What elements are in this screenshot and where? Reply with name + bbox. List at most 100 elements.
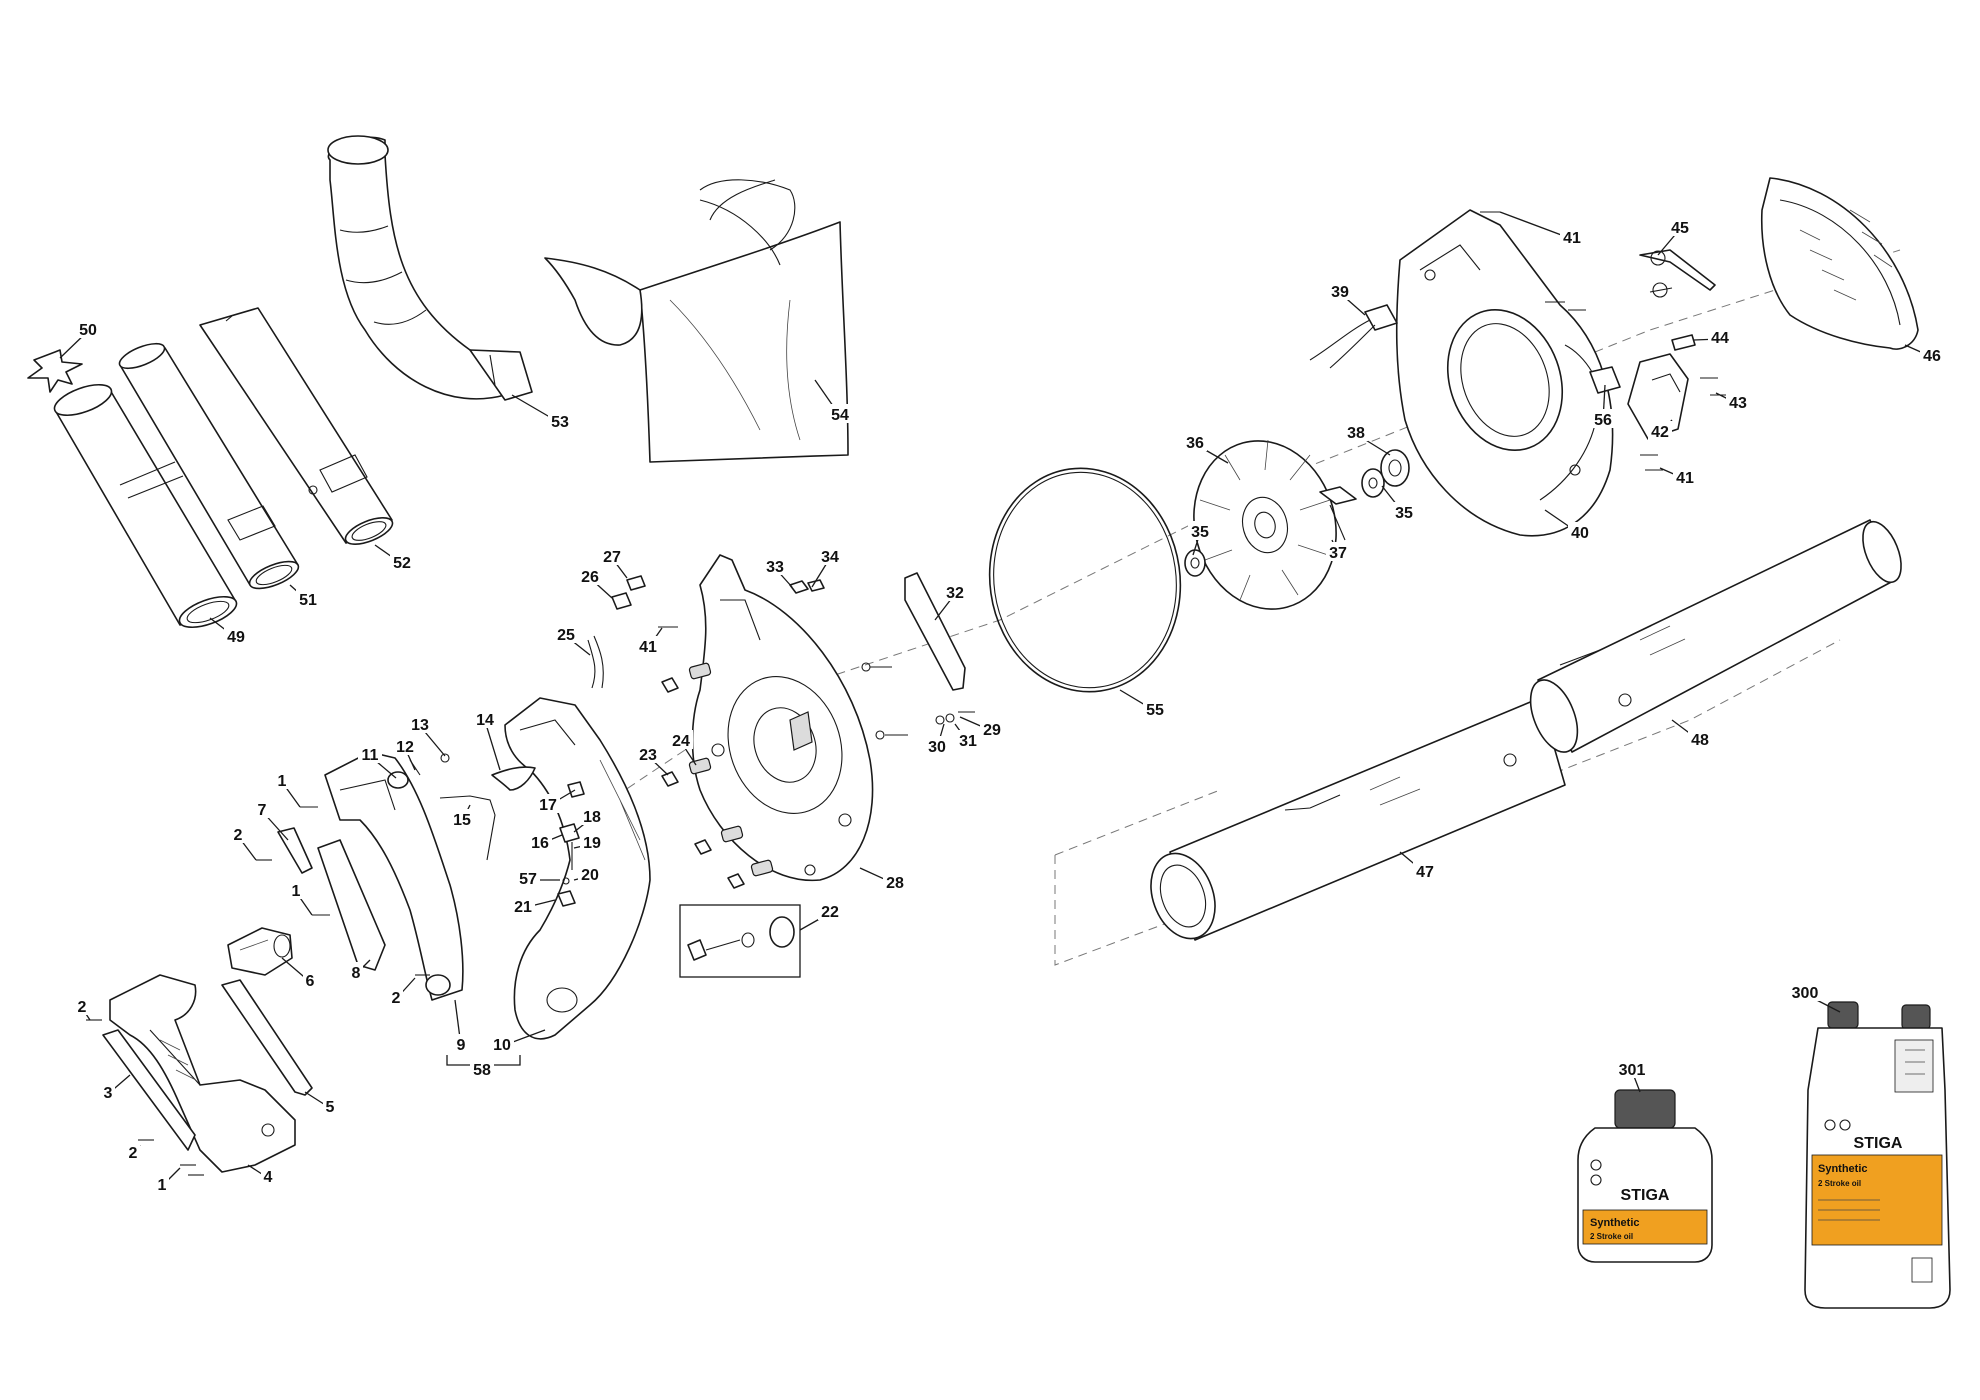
callout-25: 25 [557, 627, 575, 644]
callout-bg-14-18 [473, 709, 497, 728]
callout-3: 3 [104, 1085, 113, 1102]
callout-bg-37-42 [1326, 542, 1350, 561]
callout-bg-40-45 [1568, 522, 1592, 541]
part-35-washer-left [1184, 549, 1206, 577]
callout-33: 33 [766, 559, 784, 576]
callout-bg-39-44 [1328, 281, 1352, 300]
part-42-lever-cover [1627, 353, 1689, 440]
callout-bg-47-54 [1413, 861, 1437, 880]
parts-25-27-fittings [587, 575, 646, 689]
product-301-oil-bottle-small: STIGA Synthetic 2 Stroke oil [1577, 1089, 1713, 1263]
large-bottle-line2: 2 Stroke oil [1818, 1179, 1861, 1188]
callout-40: 40 [1571, 525, 1589, 542]
callout-46: 46 [1923, 348, 1941, 365]
part-40-fan-housing [1395, 209, 1614, 537]
callout-bg-33-37 [763, 556, 787, 575]
part-45-spring [1639, 249, 1716, 298]
callout-1: 1 [292, 883, 301, 900]
part-52-flat-nozzle [199, 307, 394, 545]
callout-bg-44-51 [1708, 327, 1732, 346]
callout-300: 300 [1792, 985, 1819, 1002]
small-bottle-line1: Synthetic [1590, 1217, 1640, 1229]
callout-bg-48-55 [1688, 729, 1712, 748]
part-3-grip-cover [102, 1029, 196, 1151]
callout-bg-4-8 [261, 1166, 275, 1185]
part-35-washer-right [1361, 468, 1385, 498]
part-10-rear-housing [504, 697, 651, 1040]
callout-bg-17-21 [536, 794, 560, 813]
part-46-guard-cover [1760, 177, 1919, 350]
callout-26: 26 [581, 569, 599, 586]
callout-23: 23 [639, 747, 657, 764]
small-bottle-brand: STIGA [1621, 1187, 1670, 1204]
callout-35: 35 [1395, 505, 1413, 522]
part-6-knob [227, 927, 293, 976]
callout-2: 2 [392, 990, 401, 1007]
callout-43: 43 [1729, 395, 1747, 412]
callout-39: 39 [1331, 284, 1349, 301]
callout-27: 27 [603, 549, 621, 566]
callout-53: 53 [551, 414, 569, 431]
callout-bg-12-16 [393, 736, 417, 755]
callout-20: 20 [581, 867, 599, 884]
callout-4: 4 [264, 1169, 273, 1186]
large-bottle-line1: Synthetic [1818, 1163, 1868, 1175]
parts-29-31-33-34-screws [658, 579, 975, 740]
callout-bg-15-19 [450, 809, 474, 828]
callout-bg-34-38 [818, 546, 842, 565]
lower-screws [86, 1019, 204, 1176]
product-300-oil-bottle-large: STIGA Synthetic 2 Stroke oil [1804, 1001, 1951, 1309]
callout-42: 42 [1651, 424, 1669, 441]
callout-51: 51 [299, 592, 317, 609]
callout-bg-3-7 [101, 1082, 115, 1101]
callout-bg-45-52 [1668, 217, 1692, 236]
callout-bg-43-50 [1726, 392, 1750, 411]
callout-bg-10-14 [490, 1034, 514, 1053]
callout-bg-5-9 [323, 1096, 337, 1115]
callout-14: 14 [476, 712, 494, 729]
callout-bg-30-34 [925, 736, 949, 755]
part-39-switch [1309, 304, 1398, 369]
callout-bg-41-46 [1560, 227, 1584, 246]
callout-21: 21 [514, 899, 532, 916]
callout-bg-18-22 [580, 806, 604, 825]
callout-50: 50 [79, 322, 97, 339]
callout-bg-13-17 [408, 714, 432, 733]
callout-bg-53-60 [548, 411, 572, 430]
callout-bg-41-47 [636, 636, 660, 655]
callout-bg-56-63 [1591, 409, 1615, 428]
callout-57: 57 [519, 871, 537, 888]
callout-bg-7-11 [255, 799, 269, 818]
callout-bg-28-32 [883, 872, 907, 891]
callout-bg-55-62 [1143, 699, 1167, 718]
callout-bg-29-33 [980, 719, 1004, 738]
callout-leader-14-18 [484, 720, 501, 771]
callout-2: 2 [78, 999, 87, 1016]
callout-18: 18 [583, 809, 601, 826]
part-53-curved-tube [327, 135, 533, 401]
callout-2: 2 [234, 827, 243, 844]
callout-32: 32 [946, 585, 964, 602]
callout-bg-20-24 [578, 864, 602, 883]
part-22-cap-kit [679, 904, 801, 978]
callout-bg-19-23 [580, 832, 604, 851]
callout-47: 47 [1416, 864, 1434, 881]
callout-24: 24 [672, 733, 690, 750]
callout-bg-27-31 [600, 546, 624, 565]
callout-bg-2-6 [389, 987, 403, 1006]
callout-28: 28 [886, 875, 904, 892]
callout-bg-300-66 [1788, 982, 1822, 1001]
callout-54: 54 [831, 407, 849, 424]
callout-29: 29 [983, 722, 1001, 739]
callout-19: 19 [583, 835, 601, 852]
callout-bg-16-20 [528, 832, 552, 851]
callout-bg-51-58 [296, 589, 320, 608]
callout-17: 17 [539, 797, 557, 814]
callout-bg-6-10 [303, 970, 317, 989]
callout-38: 38 [1347, 425, 1365, 442]
part-8-grip-pad [317, 839, 386, 971]
callout-12: 12 [396, 739, 414, 756]
callout-bg-1-0 [275, 770, 289, 789]
callout-bg-54-61 [828, 404, 852, 423]
callout-7: 7 [258, 802, 267, 819]
